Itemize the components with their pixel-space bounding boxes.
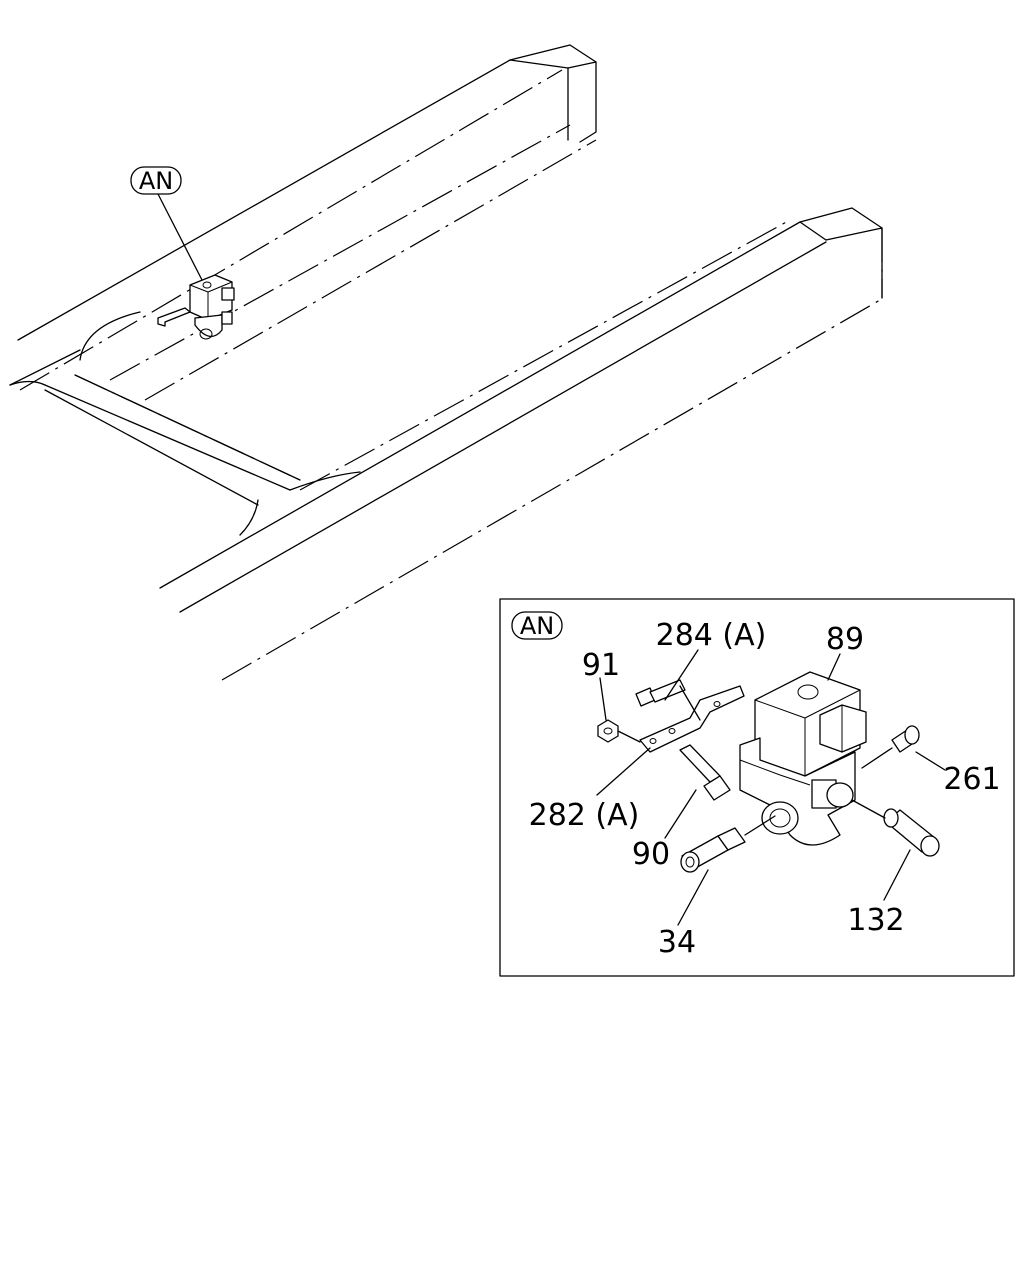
detail-view: AN (499, 598, 1015, 977)
part-282-bracket (639, 685, 745, 753)
part-34-fitting (680, 815, 776, 873)
part-90-bolt (679, 744, 731, 801)
part-91-nut (597, 719, 641, 743)
label-261: 261 (943, 762, 1000, 797)
valve-assembly-thumbnail (157, 274, 235, 340)
frame-rails (9, 44, 883, 681)
label-89: 89 (826, 622, 864, 657)
detail-callout-label: AN (520, 612, 554, 640)
label-284: 284 (A) (656, 618, 767, 653)
label-90: 90 (632, 837, 670, 872)
label-34: 34 (658, 925, 696, 960)
part-labels: 89 284 (A) 91 282 (A) 90 34 132 261 (529, 618, 1001, 960)
callout-label: AN (139, 167, 173, 195)
part-89-valve (739, 671, 867, 846)
label-282: 282 (A) (529, 798, 640, 833)
detail-frame (499, 598, 1015, 977)
detail-callout-bubble (511, 611, 563, 640)
part-261-plug (861, 725, 920, 769)
leader-lines (596, 649, 946, 926)
label-132: 132 (847, 903, 904, 938)
callout-bubble (130, 166, 182, 195)
part-284-bolt (635, 679, 701, 721)
main-callout: AN (130, 166, 203, 281)
part-132-fitting (851, 799, 940, 857)
label-91: 91 (582, 648, 620, 683)
